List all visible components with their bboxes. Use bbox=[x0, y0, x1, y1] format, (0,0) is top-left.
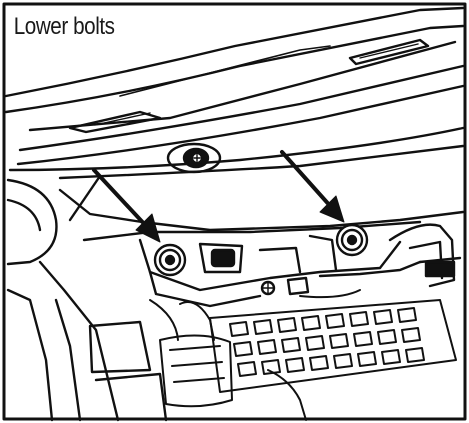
glove-box-frame bbox=[8, 126, 465, 242]
bolt-icon-right bbox=[335, 223, 369, 257]
figure-caption: Lower bolts bbox=[12, 13, 120, 43]
left-trim bbox=[6, 178, 168, 422]
bolt-icon-left bbox=[153, 243, 187, 277]
dashboard-upper-panel bbox=[4, 6, 465, 166]
arrow-icon-left bbox=[92, 168, 161, 243]
clip-icon bbox=[260, 276, 310, 296]
connector-icon bbox=[149, 289, 457, 421]
arrow-icon-right bbox=[280, 150, 345, 223]
screw-icon bbox=[166, 142, 222, 174]
mounting-bracket bbox=[138, 223, 462, 308]
